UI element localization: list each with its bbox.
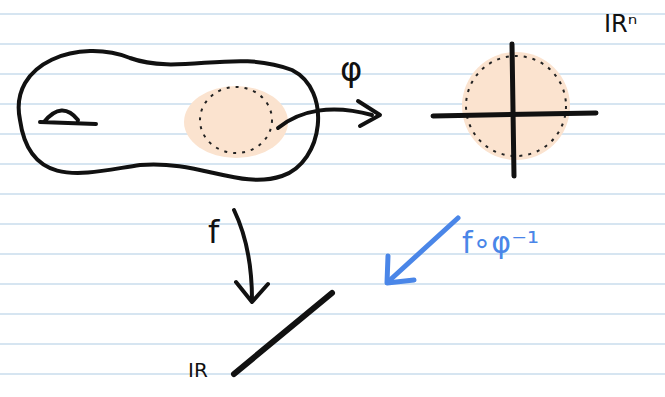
f-arrow [234, 210, 252, 300]
chart-domain-fill [184, 86, 288, 158]
function-name: f [208, 216, 219, 248]
manifold-hole [40, 110, 96, 124]
composition-arrowhead [387, 256, 414, 283]
chart-symbol: φ [340, 52, 362, 86]
vertical-axis [512, 44, 514, 176]
chart-arrow [278, 109, 372, 128]
horizontal-axis [433, 113, 596, 116]
chart-domain-dashed [200, 87, 272, 153]
chart-arrowhead [358, 101, 380, 126]
composition-label: f∘φ⁻¹ [462, 228, 539, 258]
image-dashed [466, 56, 566, 156]
notebook-lines [0, 14, 665, 374]
real-line [234, 293, 332, 374]
composition-arrow [390, 218, 458, 280]
f-arrowhead [236, 282, 268, 302]
space-name: IRⁿ [604, 12, 637, 36]
manifold-outline [19, 51, 318, 180]
real-line-name: IR [188, 360, 208, 380]
